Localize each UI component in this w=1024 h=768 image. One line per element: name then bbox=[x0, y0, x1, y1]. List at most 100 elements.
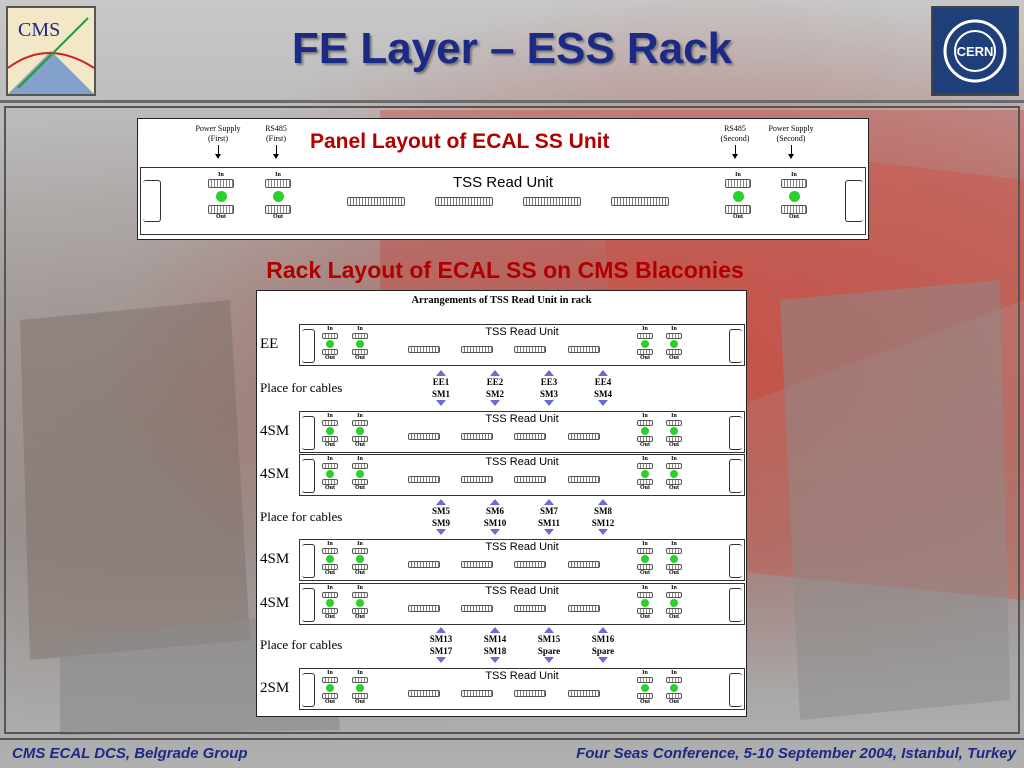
sub-d-connector-icon bbox=[408, 605, 440, 612]
status-led-icon bbox=[356, 470, 364, 478]
out-label: Out bbox=[215, 214, 226, 220]
out-label: Out bbox=[354, 442, 365, 448]
sub-d-connector-icon bbox=[461, 605, 493, 612]
in-label: In bbox=[671, 456, 677, 462]
rs485-first-port: In Out bbox=[265, 172, 291, 221]
cable-bottom-label: SM17 bbox=[429, 646, 453, 656]
db-connector-icon bbox=[666, 693, 682, 699]
header: CMS FE Layer – ESS Rack CERN bbox=[0, 0, 1024, 103]
in-label: In bbox=[357, 585, 363, 591]
in-label: In bbox=[327, 413, 333, 419]
cable-top-label: SM8 bbox=[594, 506, 612, 516]
status-led-icon bbox=[788, 191, 800, 202]
rack-row-label: 4SM bbox=[260, 423, 290, 439]
status-led-icon bbox=[326, 470, 334, 478]
rack-row-label: 4SM bbox=[260, 551, 290, 567]
out-label: Out bbox=[639, 614, 650, 620]
db-connector-icon bbox=[781, 205, 807, 214]
content-frame bbox=[4, 106, 1020, 734]
arrow-up-icon bbox=[544, 370, 554, 376]
db-connector-icon bbox=[352, 693, 368, 699]
cable-bottom-label: SM4 bbox=[594, 389, 612, 399]
out-label: Out bbox=[668, 699, 679, 705]
arrow-up-icon bbox=[490, 370, 500, 376]
cern-logo: CERN bbox=[931, 6, 1019, 96]
db-connector-icon bbox=[352, 349, 368, 355]
arrow-down-icon bbox=[544, 657, 554, 663]
cable-top-label: SM7 bbox=[540, 506, 558, 516]
status-led-icon bbox=[272, 191, 284, 202]
sub-d-connector-icon bbox=[568, 476, 600, 483]
in-label: In bbox=[671, 670, 677, 676]
in-label: In bbox=[642, 326, 648, 332]
db-connector-icon bbox=[637, 592, 653, 598]
rs485-second-port: In Out bbox=[725, 172, 751, 221]
db-connector-icon bbox=[322, 548, 338, 554]
db-connector-icon bbox=[637, 349, 653, 355]
arrow-down-icon bbox=[731, 145, 738, 159]
sub-d-connector-icon bbox=[461, 346, 493, 353]
status-led-icon bbox=[641, 340, 649, 348]
cable-top-label: SM13 bbox=[429, 634, 453, 644]
rack-row-label: Place for cables bbox=[260, 509, 343, 524]
status-led-icon bbox=[670, 684, 678, 692]
db-connector-icon bbox=[322, 333, 338, 339]
out-label: Out bbox=[639, 442, 650, 448]
db-connector-icon bbox=[322, 420, 338, 426]
in-label: In bbox=[671, 413, 677, 419]
sub-d-connector-icon bbox=[568, 561, 600, 568]
sub-d-connector-icon bbox=[568, 605, 600, 612]
rack-row-label: 2SM bbox=[260, 680, 290, 696]
db-connector-icon bbox=[322, 463, 338, 469]
db-connector-icon bbox=[666, 592, 682, 598]
status-led-icon bbox=[326, 340, 334, 348]
status-led-icon bbox=[641, 684, 649, 692]
arrow-up-icon bbox=[598, 627, 608, 633]
tss-read-unit-label: TSS Read Unit bbox=[485, 413, 559, 425]
out-label: Out bbox=[668, 355, 679, 361]
mount-bracket-right bbox=[729, 416, 742, 450]
mount-bracket-left bbox=[302, 673, 315, 707]
arrow-down-icon bbox=[787, 145, 794, 159]
arrow-down-icon bbox=[544, 529, 554, 535]
label-line: RS485 bbox=[265, 124, 287, 133]
in-label: In bbox=[275, 172, 281, 178]
rack-row-label: 4SM bbox=[260, 595, 290, 611]
tss-read-unit-label: TSS Read Unit bbox=[485, 326, 559, 338]
db-connector-icon bbox=[637, 677, 653, 683]
db-connector-icon bbox=[322, 693, 338, 699]
cable-bottom-label: SM1 bbox=[432, 389, 450, 399]
db-connector-icon bbox=[637, 420, 653, 426]
in-label: In bbox=[327, 541, 333, 547]
out-label: Out bbox=[354, 570, 365, 576]
ps-second-label: Power Supply (Second) bbox=[760, 124, 822, 159]
status-led-icon bbox=[641, 470, 649, 478]
in-label: In bbox=[357, 413, 363, 419]
sub-d-connector-icon bbox=[514, 561, 546, 568]
db-connector-icon bbox=[352, 420, 368, 426]
db-connector-icon bbox=[637, 479, 653, 485]
status-led-icon bbox=[670, 340, 678, 348]
in-label: In bbox=[357, 326, 363, 332]
db-connector-icon bbox=[322, 479, 338, 485]
out-label: Out bbox=[668, 614, 679, 620]
out-label: Out bbox=[324, 485, 335, 491]
mount-bracket-left bbox=[143, 180, 161, 222]
mount-bracket-left bbox=[302, 329, 315, 363]
mount-bracket-left bbox=[302, 459, 315, 493]
in-label: In bbox=[327, 585, 333, 591]
sub-d-connector-icon bbox=[408, 561, 440, 568]
sub-d-connector-icon bbox=[514, 346, 546, 353]
rack-row-label: 4SM bbox=[260, 466, 290, 482]
arrow-up-icon bbox=[490, 499, 500, 505]
